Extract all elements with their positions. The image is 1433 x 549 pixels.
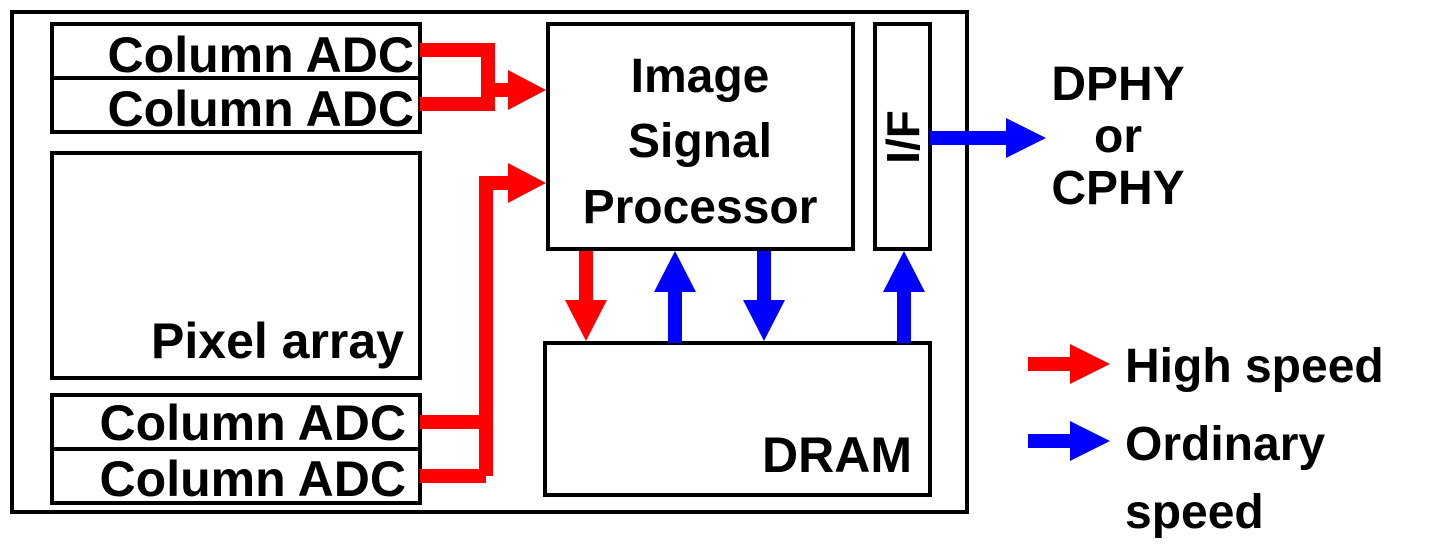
column-adc-top-2: [50, 76, 422, 134]
dram: [543, 341, 932, 497]
legend-ordinary-label-line1: Ordinary: [1125, 418, 1325, 471]
output-label-line3: CPHY: [1051, 162, 1184, 215]
isp-label-line3: Processor: [583, 181, 818, 234]
pixel-array: [50, 151, 422, 380]
blue-arrowhead-dram-isp: [654, 251, 696, 292]
legend: High speed Ordinary speed: [1028, 340, 1384, 539]
output-label-line2: or: [1094, 110, 1142, 163]
legend-blue-arrowhead: [1070, 421, 1110, 461]
column-adc-bottom-2-label: Column ADC: [100, 451, 406, 507]
legend-ordinary-label-line2: speed: [1125, 486, 1264, 539]
legend-high-speed-label: High speed: [1125, 340, 1384, 393]
red-line-top-2: [420, 97, 495, 111]
blue-arrowhead-if-out: [1006, 118, 1046, 158]
blue-arrowhead-isp-dram: [743, 300, 785, 341]
red-arrowhead-isp-dram: [565, 300, 607, 341]
isp-label-line1: Image: [631, 50, 770, 103]
image-signal-processor: [546, 22, 855, 251]
high-speed-path-bottom-adcs: [420, 163, 546, 483]
high-speed-path-top-adcs: [420, 43, 546, 111]
legend-red-arrowhead: [1070, 344, 1110, 384]
interface-label: I/F: [877, 110, 929, 164]
column-adc-bottom-2: [50, 447, 422, 505]
ordinary-path-dram-to-isp: [654, 251, 696, 343]
high-speed-path-isp-to-dram: [565, 251, 607, 341]
ordinary-path-interface-to-output: [930, 118, 1046, 158]
ordinary-path-isp-to-dram: [743, 251, 785, 341]
red-arrowhead-bottom: [508, 163, 546, 203]
isp-label-line2: Signal: [628, 115, 772, 168]
output-label-line1: DPHY: [1051, 58, 1184, 111]
pixel-array-label: Pixel array: [151, 313, 404, 369]
blue-arrowhead-dram-if: [883, 251, 925, 292]
interface-block: [873, 22, 932, 251]
column-adc-bottom-1-label: Column ADC: [100, 395, 406, 451]
red-arrowhead-top: [508, 70, 546, 110]
red-line-top: [420, 43, 495, 98]
ordinary-path-dram-to-interface: [883, 251, 925, 343]
column-adc-top-2-label: Column ADC: [108, 81, 414, 137]
red-line-bottom-3: [479, 176, 510, 476]
column-adc-top-1-label: Column ADC: [108, 27, 414, 83]
dram-label: DRAM: [762, 427, 912, 483]
